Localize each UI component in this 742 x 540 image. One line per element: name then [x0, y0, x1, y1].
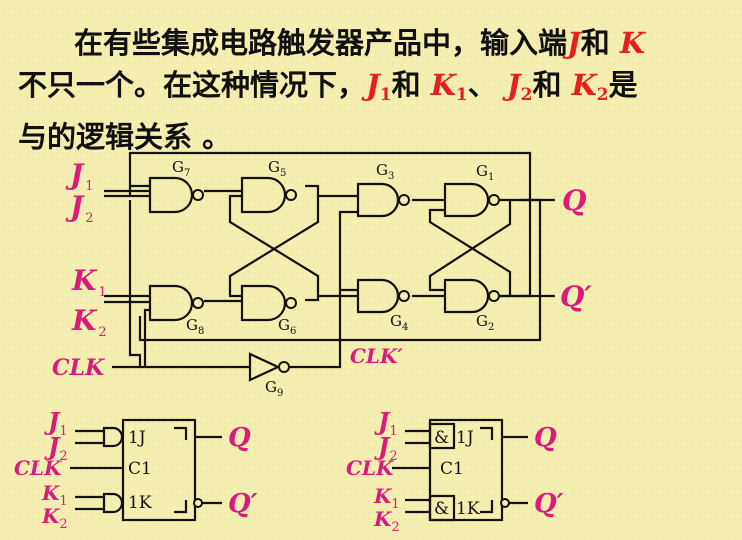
gate-G4: G4	[356, 278, 410, 333]
highlight-K2: K2	[571, 68, 609, 105]
line2-text: 不只一个。在这种情况下，	[18, 68, 367, 102]
right-Q: Q	[534, 423, 557, 453]
highlight-K: K	[619, 26, 646, 60]
gate-G9-label: G9	[265, 378, 283, 399]
line1-text: 在有些集成电路触发器产品中，输入端	[74, 26, 568, 60]
output-Q-prime-label: Q′	[560, 280, 592, 313]
pin-1J: 1J	[128, 428, 146, 448]
gate-G2: G2	[443, 278, 500, 333]
highlight-J2: J2	[506, 68, 533, 105]
jk-flipflop-circuit: G7 G5 G3 G1 G8 G6 G4	[52, 151, 592, 399]
left-J1: J1	[44, 407, 68, 439]
gate-G1: G1	[443, 162, 500, 218]
jk-symbol-left: 1J C1 1K J1 J2 CLK K1 K2 Q Q′	[14, 407, 258, 532]
left-K2: K2	[41, 504, 68, 532]
right-J1: J1	[374, 407, 398, 439]
paragraph-line-1: 在有些集成电路触发器产品中，输入端J和 K	[18, 22, 730, 64]
gate-G9-inverter: G9	[248, 352, 290, 399]
gate-G3: G3	[356, 161, 410, 218]
highlight-K1: K1	[430, 68, 468, 105]
and-word-2: 和	[391, 68, 431, 102]
right-K1: K1	[373, 484, 400, 512]
pin-C1-right: C1	[440, 459, 464, 479]
right-J2: J2	[374, 432, 398, 464]
pin-1K-right: 1K	[456, 499, 480, 519]
gate-G5-label: G5	[268, 158, 286, 179]
right-Q-prime: Q′	[534, 489, 564, 519]
left-Q-prime: Q′	[228, 489, 258, 519]
highlight-J: J	[567, 26, 581, 60]
gate-G4-label: G4	[390, 312, 408, 333]
and-word: 和	[580, 26, 620, 60]
gate-G6-label: G6	[278, 316, 296, 337]
right-K2: K2	[373, 507, 400, 535]
amp-K: &	[434, 499, 449, 519]
gate-G6: G6	[240, 284, 297, 337]
line2-end: 是	[608, 68, 638, 102]
gate-G2-label: G2	[476, 312, 494, 333]
gate-G7-label: G7	[172, 158, 190, 179]
gate-G8-label: G8	[186, 316, 204, 337]
gate-G3-label: G3	[376, 161, 394, 182]
gate-G8: G8	[148, 284, 204, 337]
left-clk: CLK	[14, 456, 63, 480]
gate-G1-label: G1	[476, 162, 494, 183]
pin-C1: C1	[128, 459, 152, 479]
paragraph-line-3: 与的逻辑关系 。	[18, 116, 730, 158]
paragraph-line-2: 不只一个。在这种情况下，J1和 K1、 J2和 K2是	[18, 64, 730, 116]
gate-G7: G7	[148, 158, 204, 214]
highlight-J1: J1	[366, 68, 392, 105]
description-paragraph: 在有些集成电路触发器产品中，输入端J和 K 不只一个。在这种情况下，J1和 K1…	[18, 22, 730, 158]
output-Q-label: Q	[562, 184, 586, 217]
left-K1: K1	[41, 481, 68, 509]
right-clk: CLK	[346, 456, 395, 480]
clk-label: CLK	[52, 355, 105, 381]
circuit-wires	[104, 151, 555, 369]
jk-symbol-right: & 1J C1 & 1K J1 J2 CLK K1 K2 Q Q′	[346, 407, 564, 535]
line3-text: 与的逻辑关系 。	[18, 120, 232, 154]
gate-G5: G5	[240, 158, 297, 214]
and-word-3: 和	[532, 68, 572, 102]
separator: 、	[467, 68, 497, 102]
left-J2: J2	[44, 432, 68, 464]
left-Q: Q	[228, 423, 251, 453]
pin-1K: 1K	[128, 493, 152, 513]
clk-prime-label: CLK′	[350, 344, 403, 368]
pin-1J-right: 1J	[456, 428, 474, 448]
amp-J: &	[434, 428, 449, 448]
